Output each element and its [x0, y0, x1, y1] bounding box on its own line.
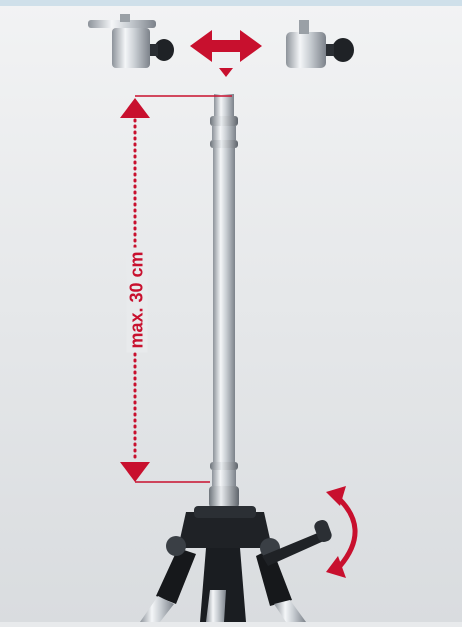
arrow-up-icon	[120, 98, 150, 118]
center-column	[209, 94, 239, 508]
top-strip	[0, 0, 462, 6]
crank-handle	[262, 519, 332, 566]
double-arrow-horizontal-icon	[190, 30, 262, 62]
tripod-legs	[140, 590, 306, 622]
arrow-down-icon	[120, 462, 150, 482]
adapter-plate-large	[88, 14, 174, 68]
adapter-small	[286, 20, 354, 68]
max-height-label: max. 30 cm	[126, 247, 148, 353]
down-triangle-icon	[219, 68, 233, 77]
curved-rotate-arrow-icon	[326, 486, 358, 578]
